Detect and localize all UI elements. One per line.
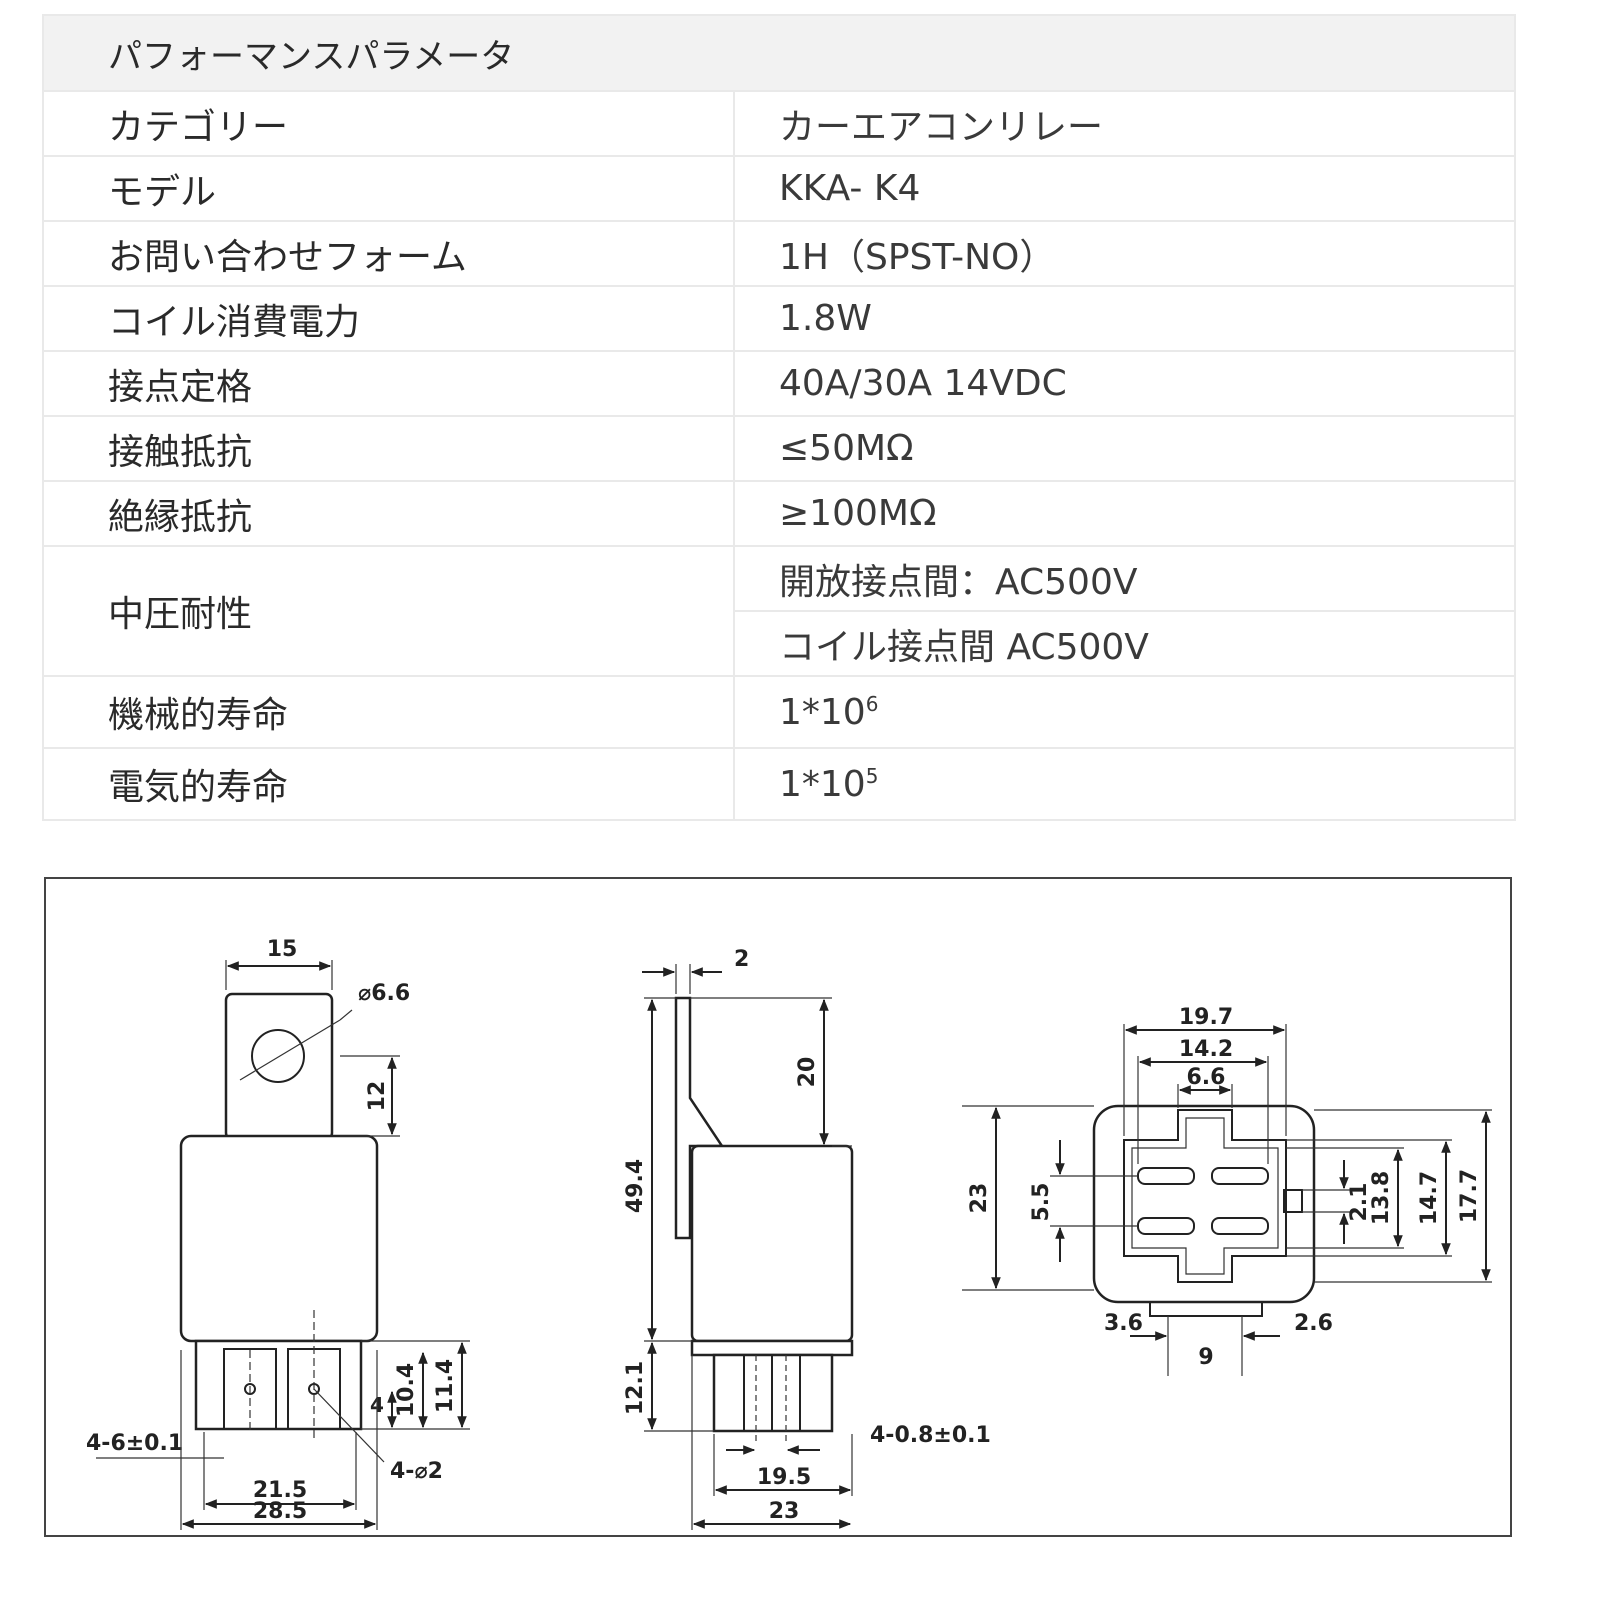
life-base: 1*10 [779, 763, 866, 805]
row-label: 中圧耐性 [42, 545, 735, 677]
front-view: 15 ⌀6.6 12 10.4 11.4 4 4-6±0.1 4-⌀2 21.5… [86, 937, 470, 1530]
dim-19-7: 19.7 [1179, 1005, 1233, 1030]
dim-pin-hole: 4-⌀2 [390, 1459, 443, 1484]
row-label: コイル消費電力 [42, 285, 735, 352]
row-value: KKA- K4 [733, 155, 1516, 222]
row-value: カーエアコンリレー [733, 90, 1516, 157]
dim-20: 20 [795, 1057, 820, 1088]
mounting-tab [224, 992, 334, 1141]
pin-slot [1211, 1167, 1269, 1185]
dim-terminal-width: 4-6±0.1 [86, 1431, 183, 1456]
dim-14-7: 14.7 [1417, 1171, 1442, 1225]
connector-housing [1092, 1104, 1316, 1304]
table-header-row: パフォーマンスパラメータ [42, 14, 1516, 92]
table-row: 接触抵抗 ≤50MΩ [42, 415, 1516, 482]
dimension-drawing: 15 ⌀6.6 12 10.4 11.4 4 4-6±0.1 4-⌀2 21.5… [86, 937, 1492, 1530]
relay-body-front [179, 1134, 379, 1343]
row-value: 1*106 [733, 675, 1516, 749]
dim-15: 15 [267, 937, 298, 962]
dim-13-8: 13.8 [1369, 1171, 1394, 1225]
row-value: 1H（SPST-NO） [733, 220, 1516, 287]
row-value: コイル接点間 AC500V [733, 610, 1516, 677]
table-row: コイル接点間 AC500V [43, 610, 1516, 677]
dim-10-4: 10.4 [394, 1363, 419, 1417]
hole-leader [239, 1019, 341, 1081]
row-value: 40A/30A 14VDC [733, 350, 1516, 417]
row-value: ≤50MΩ [733, 415, 1516, 482]
spec-table: パフォーマンスパラメータ カテゴリー カーエアコンリレー モデル KKA- K4… [42, 14, 1516, 821]
dim-2-1: 2.1 [1347, 1183, 1372, 1222]
dim-6-6: 6.6 [1187, 1065, 1226, 1090]
dim-hole-6-6: ⌀6.6 [358, 981, 410, 1006]
drawing-frame [44, 877, 1512, 1537]
row-label: 電気的寿命 [42, 747, 735, 821]
table-row: モデル KKA- K4 [42, 155, 1516, 222]
dim-12-1: 12.1 [623, 1361, 648, 1415]
table-row: 接点定格 40A/30A 14VDC [42, 350, 1516, 417]
dim-17-7: 17.7 [1457, 1169, 1482, 1223]
dim-2-6: 2.6 [1294, 1311, 1333, 1336]
table-header: パフォーマンスパラメータ [42, 14, 1516, 92]
side-view: 2 20 49.4 12.1 4-0.8±0.1 19.5 23 [623, 947, 991, 1530]
row-label: お問い合わせフォーム [42, 220, 735, 287]
dim-19-5: 19.5 [757, 1465, 811, 1490]
row-value: 1*105 [733, 747, 1516, 821]
relay-body-side [690, 1144, 854, 1343]
row-label: 接触抵抗 [42, 415, 735, 482]
dim-12: 12 [365, 1081, 390, 1112]
bottom-view: 19.7 14.2 6.6 23 5.5 2.1 13.8 14.7 [962, 1005, 1492, 1376]
table-row: 電気的寿命 1*105 [42, 747, 1516, 821]
life-base: 1*10 [779, 691, 866, 733]
row-label: 機械的寿命 [42, 675, 735, 749]
row-value: 1.8W [733, 285, 1516, 352]
dim-14-2: 14.2 [1179, 1037, 1233, 1062]
mounting-hole [251, 1029, 305, 1083]
pin-slot [1211, 1217, 1269, 1235]
dim-21-5: 21.5 [253, 1478, 307, 1503]
dim-28-5: 28.5 [253, 1499, 307, 1524]
dim-2: 2 [734, 947, 749, 972]
row-label: カテゴリー [42, 90, 735, 157]
dim-23-side: 23 [769, 1499, 800, 1524]
table-row: カテゴリー カーエアコンリレー [42, 90, 1516, 157]
life-exponent: 6 [865, 691, 879, 716]
table-row: コイル消費電力 1.8W [42, 285, 1516, 352]
row-value: ≥100MΩ [733, 480, 1516, 547]
dim-49-4: 49.4 [623, 1159, 648, 1213]
row-label: 絶縁抵抗 [42, 480, 735, 547]
table-row: 絶縁抵抗 ≥100MΩ [42, 480, 1516, 547]
table-row: 中圧耐性 開放接点間：AC500V [42, 545, 1516, 677]
dim-5-5: 5.5 [1029, 1183, 1054, 1222]
dim-pin-thickness: 4-0.8±0.1 [870, 1423, 991, 1448]
table-row: 機械的寿命 1*106 [42, 675, 1516, 749]
dim-11-4: 11.4 [433, 1359, 458, 1413]
row-label: モデル [42, 155, 735, 222]
life-exponent: 5 [865, 763, 879, 788]
dim-3-6: 3.6 [1104, 1311, 1143, 1336]
row-value: 開放接点間：AC500V [733, 545, 1516, 612]
dim-23-bottom: 23 [967, 1183, 992, 1214]
table-row: お問い合わせフォーム 1H（SPST-NO） [42, 220, 1516, 287]
dim-9: 9 [1198, 1345, 1213, 1370]
row-label: 接点定格 [42, 350, 735, 417]
terminal-block-front [194, 1339, 363, 1431]
